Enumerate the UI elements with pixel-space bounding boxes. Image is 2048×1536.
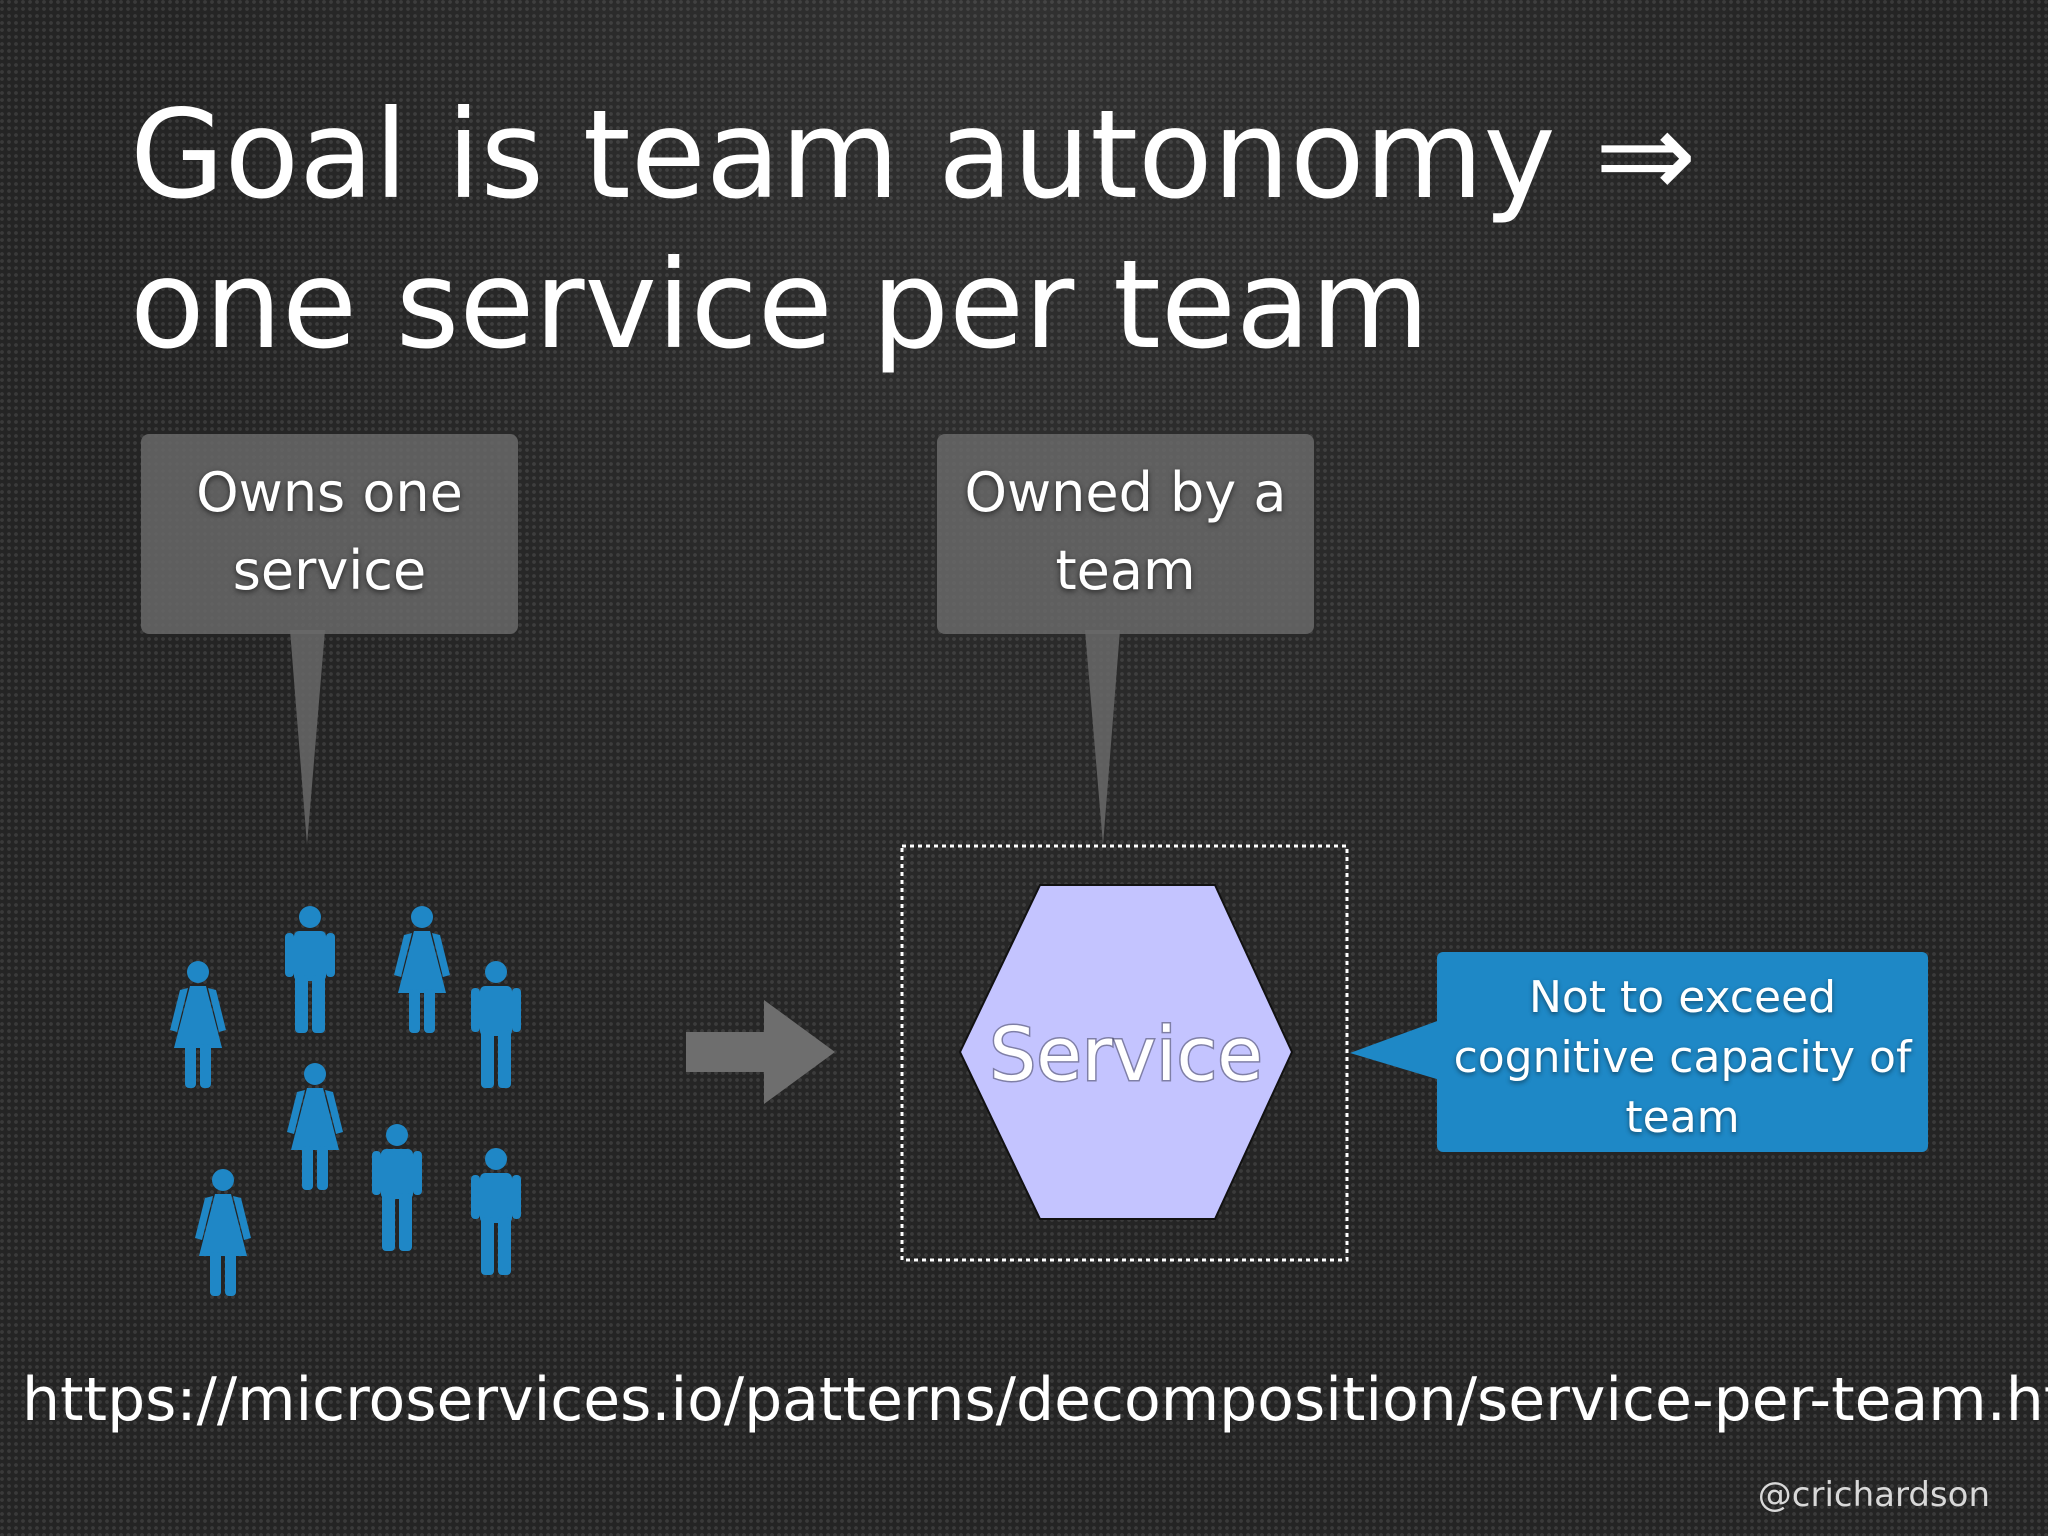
person-female-icon bbox=[394, 906, 450, 1033]
person-male-icon bbox=[285, 906, 335, 1033]
reference-url: https://microservices.io/patterns/decomp… bbox=[22, 1365, 2048, 1435]
capacity-callout: Not to exceed cognitive capacity of team bbox=[1437, 952, 1928, 1152]
author-handle: @crichardson bbox=[1757, 1475, 1990, 1515]
capacity-callout-line: cognitive capacity of bbox=[1453, 1032, 1912, 1083]
service-callout-line: Owned by a bbox=[964, 461, 1287, 524]
capacity-callout-line: team bbox=[1625, 1092, 1740, 1143]
team-callout-line: service bbox=[232, 539, 427, 602]
right-arrow-icon bbox=[686, 1000, 835, 1104]
service-label: Service bbox=[989, 1012, 1263, 1098]
person-male-icon bbox=[471, 961, 521, 1088]
service-callout: Owned by a team bbox=[937, 434, 1314, 634]
team-callout: Owns one service bbox=[141, 434, 518, 634]
capacity-callout-line: Not to exceed bbox=[1528, 972, 1837, 1023]
person-male-icon bbox=[471, 1148, 521, 1275]
slide-title: Goal is team autonomy ⇒ one service per … bbox=[130, 84, 1697, 376]
person-female-icon bbox=[195, 1169, 251, 1296]
person-female-icon bbox=[287, 1063, 343, 1190]
service-callout-line: team bbox=[1055, 539, 1196, 602]
team-callout-line: Owns one bbox=[196, 461, 463, 524]
service-callout-pointer bbox=[1085, 630, 1120, 845]
team-callout-pointer bbox=[290, 630, 325, 845]
capacity-callout-pointer bbox=[1350, 1020, 1440, 1080]
person-male-icon bbox=[372, 1124, 422, 1251]
person-female-icon bbox=[170, 961, 226, 1088]
service-boundary bbox=[900, 844, 1349, 1262]
service-hexagon bbox=[958, 884, 1294, 1220]
